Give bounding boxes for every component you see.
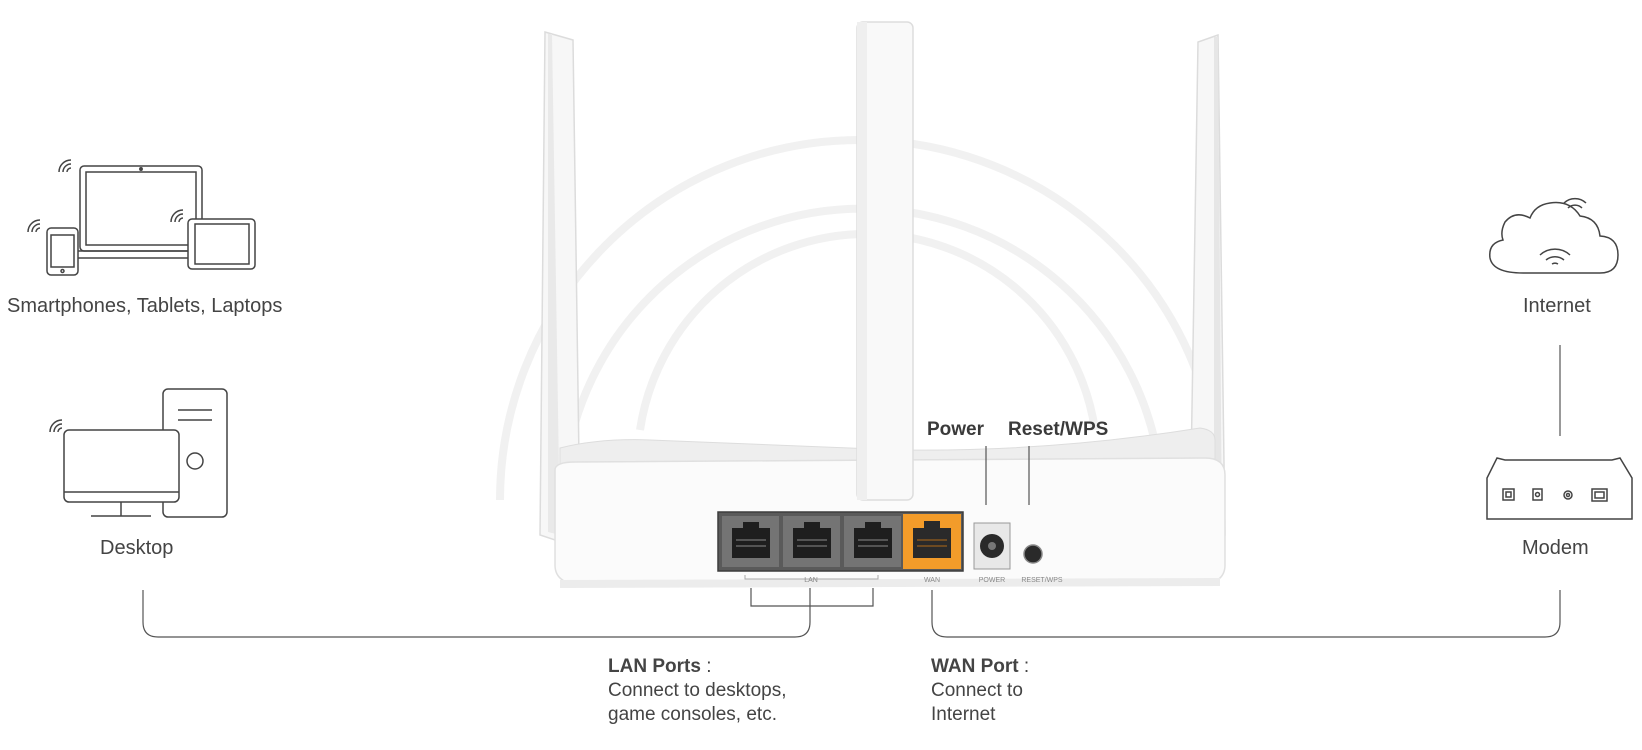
- modem-label: Modem: [1522, 537, 1589, 560]
- desktop-label: Desktop: [100, 537, 173, 560]
- panel-lan-text: LAN: [804, 577, 818, 584]
- wan-port-title: WAN Port: [931, 656, 1019, 677]
- cloud-icon: [1490, 199, 1618, 273]
- reset-wps-label: Reset/WPS: [1008, 419, 1108, 441]
- reset-button: [1024, 545, 1042, 563]
- wan-port-callout: WAN Port : Connect to Internet: [931, 655, 1029, 727]
- lan-ports-desc-line2: game consoles, etc.: [608, 703, 787, 727]
- modem-icon: [1487, 458, 1632, 519]
- lan-ports-separator: :: [706, 656, 711, 677]
- wan-port-separator: :: [1024, 656, 1029, 677]
- wan-port: [903, 514, 961, 569]
- lan-port-2: [783, 516, 840, 567]
- wan-port-desc-line1: Connect to: [931, 679, 1029, 703]
- desktop-icon: [50, 389, 227, 517]
- power-label: Power: [927, 419, 984, 441]
- lan-port-3: [844, 516, 901, 567]
- mobile-devices-icon: [28, 160, 255, 275]
- panel-reset-text: RESET/WPS: [1021, 577, 1063, 584]
- lan-ports-desc-line1: Connect to desktops,: [608, 679, 787, 703]
- lan-port-1: [722, 516, 779, 567]
- mobile-devices-label: Smartphones, Tablets, Laptops: [7, 295, 282, 318]
- panel-wan-text: WAN: [924, 577, 940, 584]
- lan-ports-callout: LAN Ports : Connect to desktops, game co…: [608, 655, 787, 727]
- internet-label: Internet: [1523, 295, 1591, 318]
- lan-ports-title: LAN Ports: [608, 656, 701, 677]
- panel-power-text: POWER: [979, 577, 1005, 584]
- wan-port-desc-line2: Internet: [931, 703, 1029, 727]
- power-socket: [974, 523, 1010, 569]
